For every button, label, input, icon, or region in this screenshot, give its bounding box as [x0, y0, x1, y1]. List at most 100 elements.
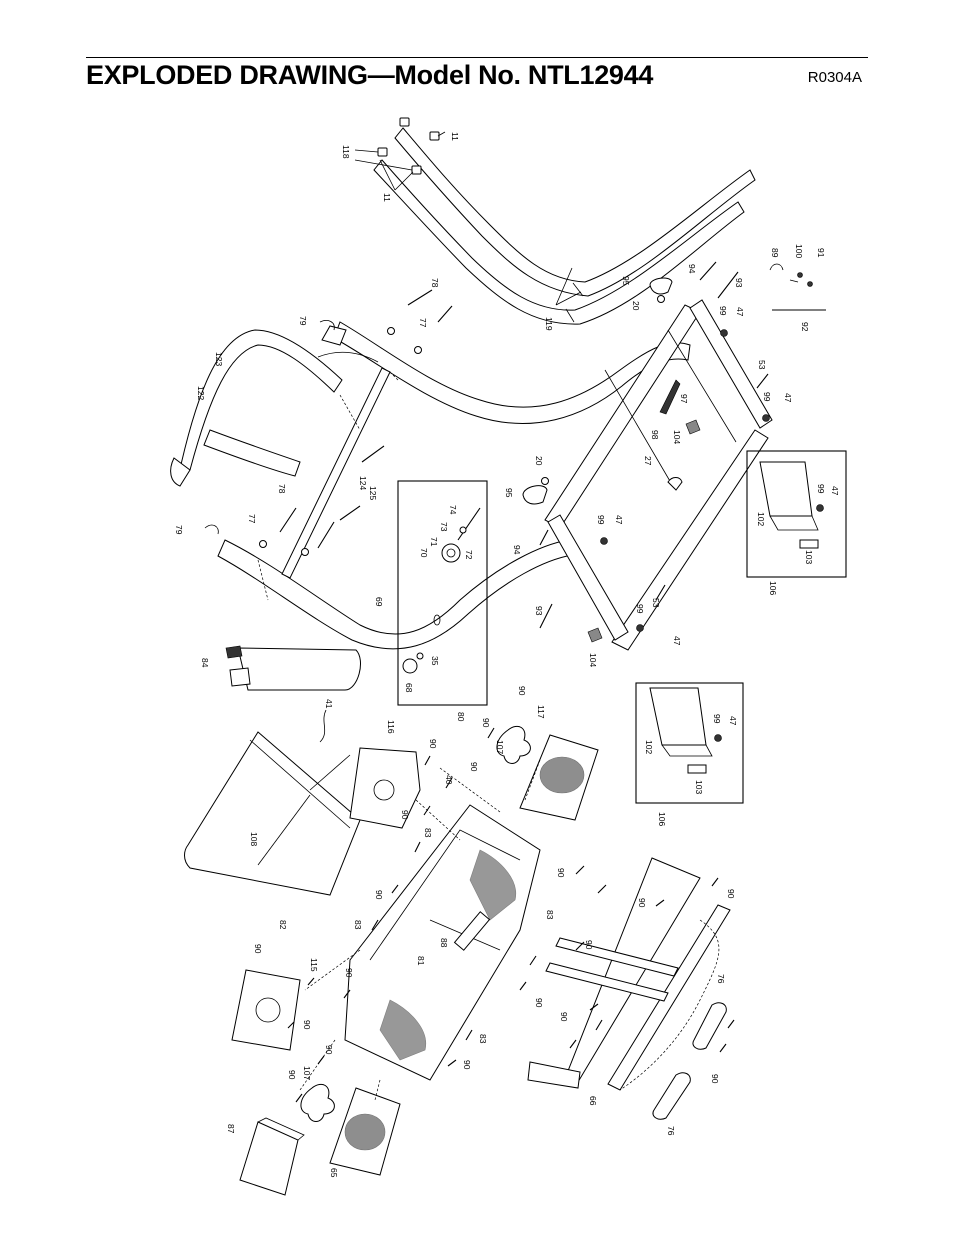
part-label: 83: [423, 828, 433, 838]
part-label: 65: [329, 1168, 339, 1178]
tray-84: [225, 645, 361, 691]
part-label: 53: [651, 598, 661, 608]
fan-cover-115: [231, 969, 301, 1051]
part-label: 90: [462, 1060, 472, 1070]
page-title: EXPLODED DRAWING—Model No. NTL12944: [86, 60, 654, 90]
part-label: 90: [287, 1070, 297, 1080]
motor-housing: [344, 804, 541, 1081]
part-label: 35: [430, 656, 440, 666]
handrail-caps: [354, 117, 582, 306]
leader-lines-lower: [299, 759, 541, 1101]
part-label: 87: [226, 1124, 236, 1134]
part-label: 47: [735, 307, 745, 317]
part-label: 100: [794, 244, 804, 258]
part-label: 47: [672, 636, 682, 646]
part-label: 78: [430, 278, 440, 288]
inset-upper-parts: [759, 461, 824, 549]
fan-107-upper: [496, 725, 531, 764]
part-label: 90: [344, 968, 354, 978]
part-label: 40: [444, 775, 454, 785]
part-label: 66: [588, 1096, 598, 1106]
part-label: 94: [687, 264, 697, 274]
part-label: 74: [448, 505, 458, 515]
upper-handrail: [373, 127, 756, 325]
upright-frame: [170, 321, 691, 650]
part-label: 102: [644, 740, 654, 754]
part-label: 91: [816, 248, 826, 258]
part-label: 78: [277, 484, 287, 494]
part-label: 122: [196, 386, 206, 400]
box-87: [239, 1117, 305, 1196]
part-label: 84: [200, 658, 210, 668]
part-label: 72: [464, 550, 474, 560]
part-label: 102: [756, 512, 766, 526]
console-parts: [402, 507, 481, 674]
part-label: 95: [621, 276, 631, 286]
part-label: 68: [404, 683, 414, 693]
part-label: 106: [768, 581, 778, 595]
part-label: 125: [368, 486, 378, 500]
part-label: 73: [439, 522, 449, 532]
part-label: 47: [830, 486, 840, 496]
inset-box-106-lower: [635, 682, 744, 804]
part-label: 27: [643, 456, 653, 466]
part-label: 76: [666, 1126, 676, 1136]
part-label: 117: [536, 705, 546, 719]
part-label: 90: [726, 889, 736, 899]
part-label: 103: [694, 780, 704, 794]
part-label: 76: [716, 974, 726, 984]
part-label: 90: [302, 1020, 312, 1030]
part-label: 47: [783, 393, 793, 403]
part-label: 79: [174, 525, 184, 535]
part-label: 107: [495, 740, 505, 754]
part-label: 124: [358, 476, 368, 490]
part-label: 115: [309, 958, 319, 972]
part-label: 83: [545, 910, 555, 920]
part-label: 20: [534, 456, 544, 466]
part-label: 99: [596, 515, 606, 525]
part-label: 90: [253, 944, 263, 954]
part-label: 92: [800, 322, 810, 332]
part-label: 99: [762, 392, 772, 402]
part-label: 90: [517, 686, 527, 696]
part-label: 80: [456, 712, 466, 722]
fan-cover-116: [349, 747, 421, 829]
part-label: 99: [635, 604, 645, 614]
console-inset-box: [397, 480, 488, 706]
end-caps-76: [652, 1002, 727, 1120]
base-frame: [522, 261, 826, 651]
part-label: 97: [679, 394, 689, 404]
part-label: 69: [374, 597, 384, 607]
part-label: 47: [614, 515, 624, 525]
part-label: 99: [816, 484, 826, 494]
part-label: 94: [512, 545, 522, 555]
grille-65: [329, 1087, 401, 1176]
motor-hood-108: [184, 731, 361, 896]
part-label: 79: [298, 316, 308, 326]
fan-107-lower: [300, 1083, 335, 1122]
part-label: 90: [324, 1045, 334, 1055]
wire-41: [309, 709, 351, 791]
part-label: 89: [770, 248, 780, 258]
part-label: 90: [481, 718, 491, 728]
inset-box-106-upper: [746, 450, 847, 578]
part-label: 77: [247, 514, 257, 524]
part-label: 41: [324, 699, 334, 709]
part-label: 90: [400, 810, 410, 820]
upright-hardware: [204, 289, 453, 601]
part-label: 53: [757, 360, 767, 370]
part-label: 88: [439, 938, 449, 948]
part-label: 20: [631, 301, 641, 311]
part-label: 123: [214, 352, 224, 366]
header-rule: [86, 57, 868, 58]
drawing-code: R0304A: [807, 69, 862, 86]
part-label: 90: [584, 940, 594, 950]
part-label: 90: [559, 1012, 569, 1022]
part-label: 93: [534, 606, 544, 616]
part-label: 99: [712, 714, 722, 724]
part-label: 82: [278, 920, 288, 930]
part-label: 104: [588, 653, 598, 667]
part-label: 83: [353, 920, 363, 930]
part-label: 90: [469, 762, 479, 772]
